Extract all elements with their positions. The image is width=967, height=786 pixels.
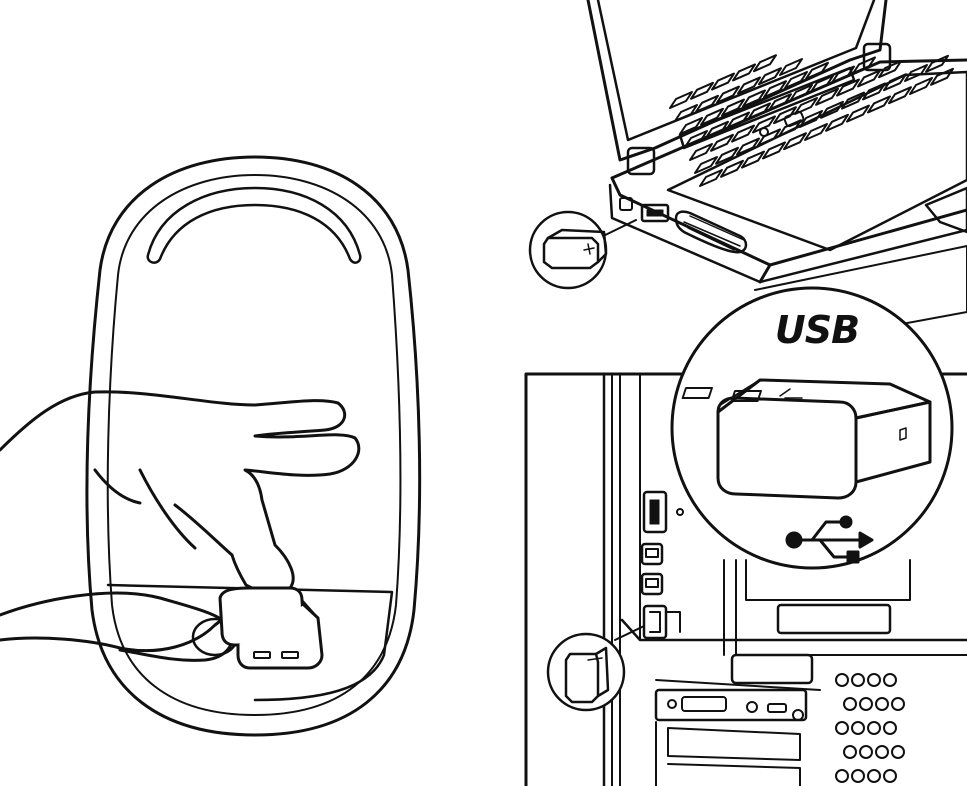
keyboard-key xyxy=(779,58,803,76)
mouse-icon xyxy=(85,155,422,737)
keyboard-key xyxy=(925,54,949,73)
keyboard-key xyxy=(768,93,792,112)
keyboard-key xyxy=(752,115,776,134)
keyboard-key xyxy=(831,65,855,84)
keyboard-key xyxy=(904,64,928,82)
keyboard-key xyxy=(810,74,834,93)
keyboard-key xyxy=(705,120,729,139)
keyboard-key xyxy=(753,54,777,73)
keyboard-key xyxy=(731,124,755,143)
keyboard-key xyxy=(784,71,808,89)
vent-holes xyxy=(835,673,905,783)
keyboard-key xyxy=(841,91,865,110)
keyboard-key xyxy=(862,82,886,101)
keyboard-key xyxy=(721,98,745,117)
keyboard-key xyxy=(930,67,954,86)
keyboard-key xyxy=(736,137,760,156)
keyboard-key xyxy=(669,91,693,109)
keyboard-key xyxy=(773,106,797,125)
keyboard-key xyxy=(778,119,802,138)
keyboard-key xyxy=(794,97,818,115)
keyboard-key xyxy=(732,63,756,82)
tower-receiver-callout xyxy=(546,625,645,712)
keyboard-key xyxy=(695,94,719,113)
keyboard-key xyxy=(852,56,876,75)
keyboard-key xyxy=(711,72,735,91)
keyboard-key xyxy=(737,76,761,95)
keyboard-key xyxy=(789,84,813,102)
keyboard-key xyxy=(762,141,786,160)
keyboard-key xyxy=(715,146,739,165)
keyboard-key xyxy=(689,143,713,161)
usb-symbol-icon xyxy=(785,515,874,564)
keyboard-key xyxy=(783,132,807,151)
keyboard-key xyxy=(716,85,740,104)
laptop-receiver-callout xyxy=(528,210,637,290)
keyboard-key xyxy=(690,81,714,100)
keyboard-key xyxy=(867,95,891,114)
keyboard-key xyxy=(699,169,723,187)
usb-callout-circle xyxy=(670,245,967,570)
keyboard-key xyxy=(684,130,708,148)
hand-icon xyxy=(0,390,361,662)
keyboard-key xyxy=(763,80,787,99)
keyboard-key xyxy=(742,89,766,108)
keyboard-key xyxy=(710,133,734,152)
desktop-tower-icon xyxy=(524,372,967,786)
keyboard-key xyxy=(857,69,881,88)
laptop-keyboard xyxy=(669,54,954,187)
keyboard-key xyxy=(679,117,703,135)
keyboard-key xyxy=(720,159,744,178)
usb-heading: USB xyxy=(774,308,860,352)
keyboard-key xyxy=(747,102,771,121)
keyboard-key xyxy=(888,86,912,105)
keyboard-key xyxy=(758,67,782,86)
keyboard-key xyxy=(815,87,839,106)
keyboard-key xyxy=(836,78,860,97)
keyboard-key xyxy=(757,128,781,147)
keyboard-key xyxy=(805,61,829,80)
keyboard-key xyxy=(694,156,718,174)
usb-receiver-icon xyxy=(218,586,324,670)
keyboard-key xyxy=(846,104,870,123)
large-usb-receiver-icon xyxy=(681,378,932,500)
keyboard-key xyxy=(804,123,828,141)
keyboard-key xyxy=(799,110,823,128)
laptop-icon xyxy=(586,0,967,284)
keyboard-key xyxy=(674,104,698,122)
keyboard-key xyxy=(726,111,750,130)
keyboard-key xyxy=(820,100,844,119)
keyboard-key xyxy=(825,113,849,132)
keyboard-key xyxy=(878,60,902,79)
keyboard-key xyxy=(909,77,933,95)
keyboard-key xyxy=(883,73,907,92)
keyboard-key xyxy=(741,150,765,169)
keyboard-key xyxy=(700,107,724,126)
